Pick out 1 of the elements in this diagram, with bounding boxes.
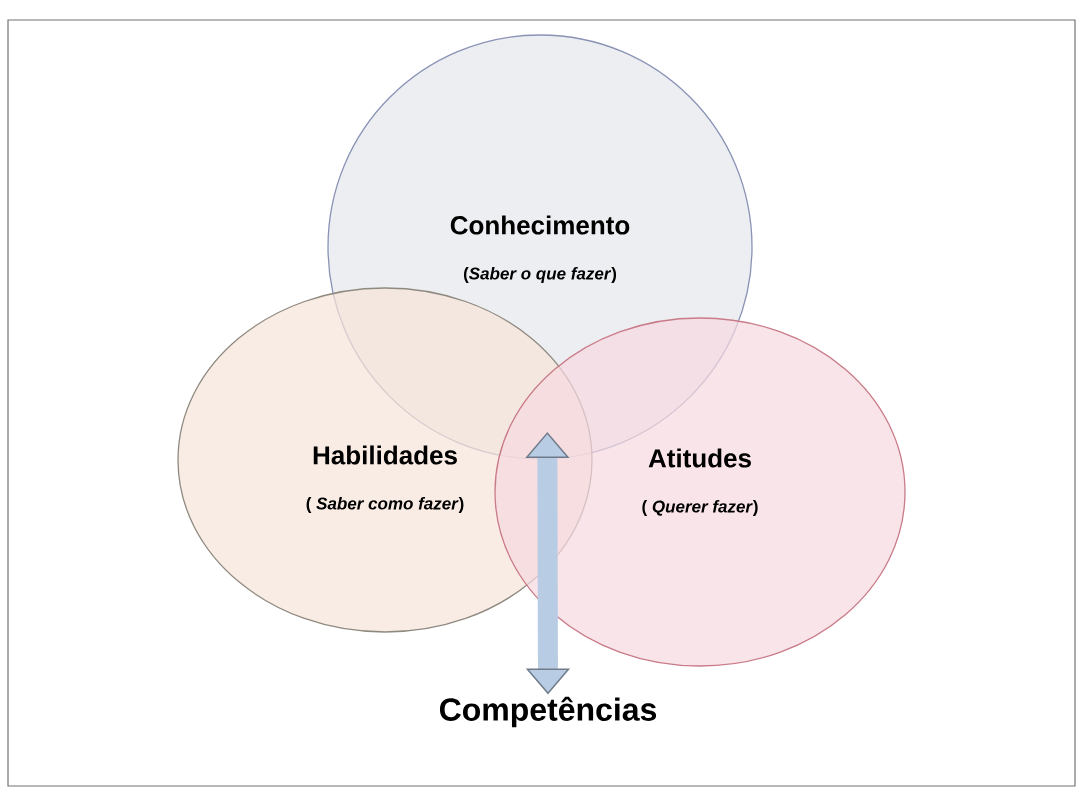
result-label: Competências	[439, 696, 657, 728]
